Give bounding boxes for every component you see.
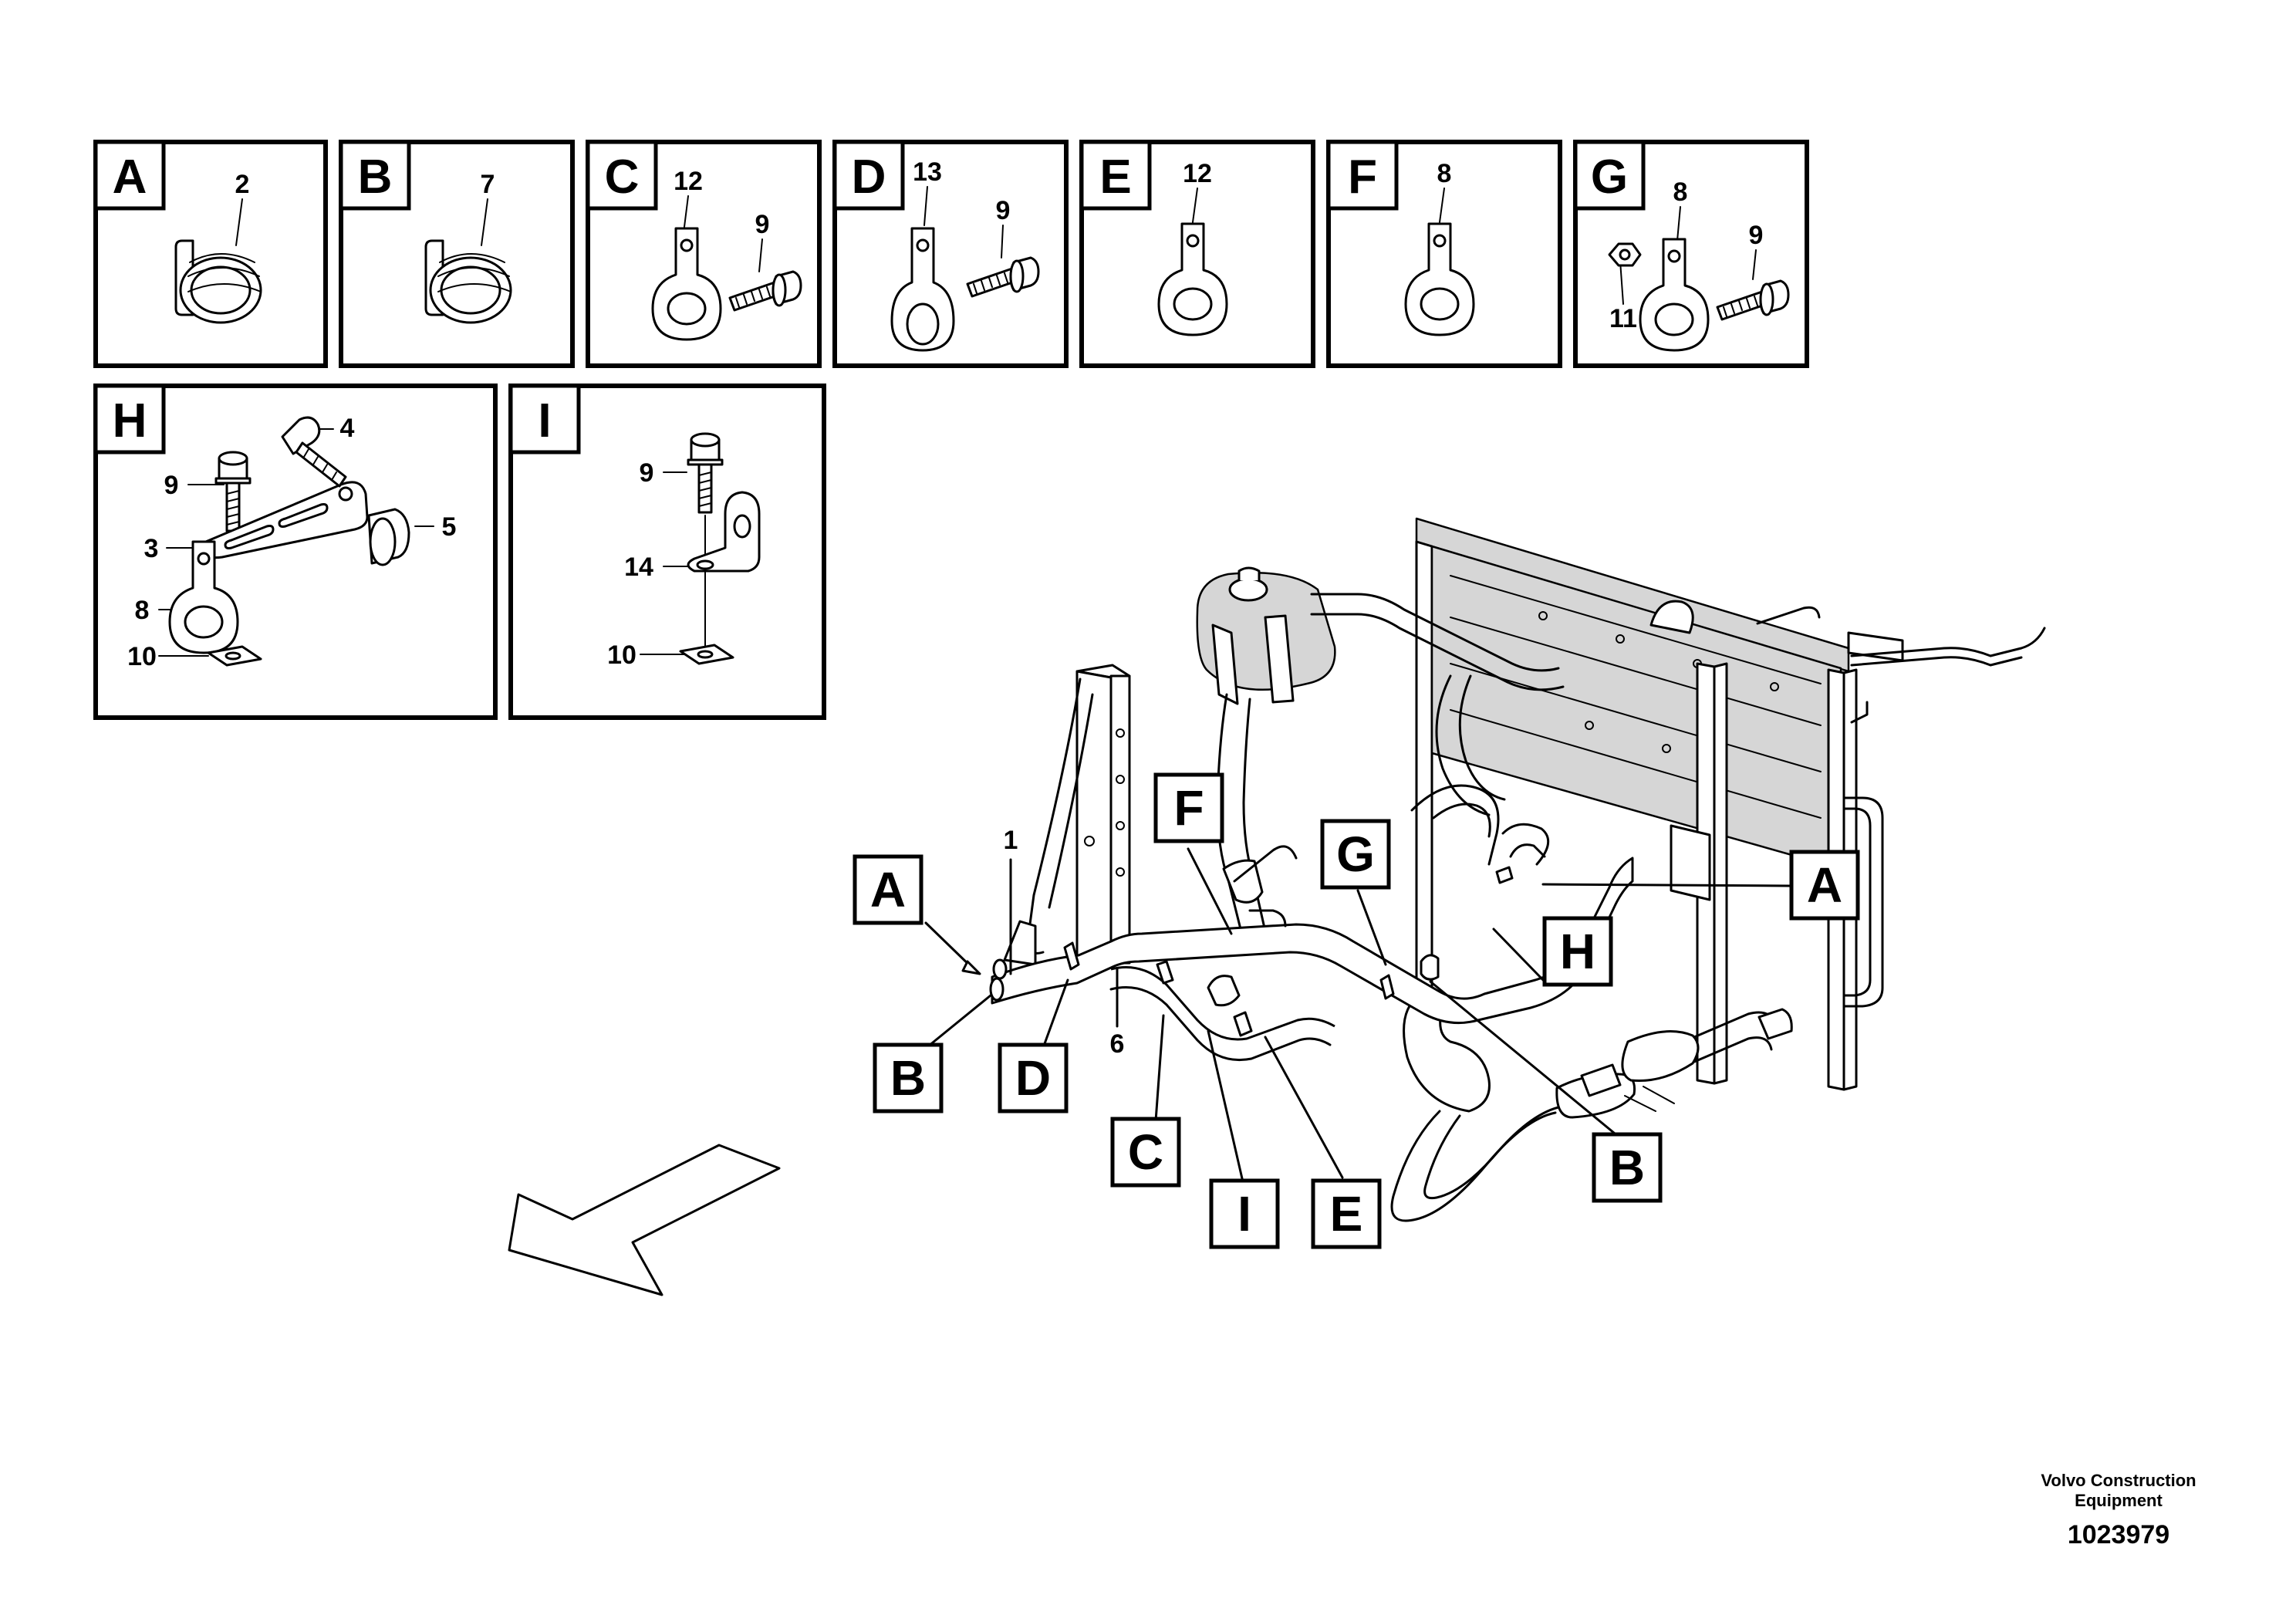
- panel-i-part-3: 10: [607, 640, 636, 670]
- bolt-icon: [728, 270, 802, 312]
- panel-b-letter: B: [358, 150, 393, 204]
- svg-text:H: H: [1560, 924, 1595, 979]
- assembly-part-1: 1: [1004, 826, 1018, 855]
- panel-h-part-2: 9: [164, 471, 179, 500]
- panel-f-letter: F: [1348, 150, 1377, 204]
- callout-c: C: [1110, 1117, 1181, 1188]
- panel-i: I 9 14 10: [508, 384, 826, 720]
- svg-text:D: D: [1015, 1050, 1051, 1106]
- left-frame: [1003, 664, 1131, 966]
- panel-c: C 12 9: [586, 140, 822, 368]
- panel-g-letter: G: [1591, 150, 1628, 204]
- assembly-part-6: 6: [1110, 1029, 1125, 1059]
- callout-d: D: [998, 1042, 1069, 1113]
- panel-h-part-1: 4: [340, 414, 355, 443]
- panel-h-part-4: 3: [144, 534, 159, 563]
- clip-nut-icon: [679, 644, 734, 665]
- washer-icon: [1608, 242, 1642, 267]
- coolant-line: [989, 843, 1634, 1062]
- panel-f-part-1: 8: [1437, 159, 1452, 188]
- svg-text:B: B: [1609, 1140, 1645, 1195]
- panel-d-part-2: 9: [996, 196, 1011, 225]
- svg-text:B: B: [890, 1050, 926, 1106]
- panel-c-part-1: 12: [674, 167, 703, 196]
- svg-text:C: C: [1128, 1124, 1163, 1180]
- panel-i-letter: I: [538, 394, 551, 448]
- panel-g-part-3: 11: [1609, 304, 1637, 333]
- panel-a-part-1: 2: [235, 170, 250, 199]
- panel-g: G 8 9 11: [1573, 140, 1809, 368]
- panel-a: A 2: [93, 140, 328, 368]
- bracket-icon: [201, 481, 369, 559]
- callout-e: E: [1311, 1178, 1382, 1249]
- callout-a-left: A: [853, 854, 923, 925]
- callout-i: I: [1209, 1178, 1280, 1249]
- angle-bracket-icon: [687, 491, 761, 573]
- drawing-number: 1023979: [2067, 1520, 2170, 1549]
- panel-b-part-1: 7: [481, 170, 495, 199]
- company-name: Volvo Construction Equipment: [2041, 1471, 2196, 1510]
- assembly-drawing: 1 6 F G A A H B D: [853, 517, 2046, 1249]
- bolt-icon: [687, 432, 724, 514]
- panel-h-part-3: 5: [442, 512, 457, 542]
- panel-e-letter: E: [1099, 150, 1131, 204]
- panel-d: D 13 9: [832, 140, 1069, 368]
- panel-g-part-1: 8: [1673, 177, 1688, 207]
- panel-e-part-1: 12: [1183, 159, 1212, 188]
- svg-text:I: I: [1237, 1186, 1251, 1242]
- p-clamp-icon: [651, 227, 722, 341]
- band-clamp-icon: [174, 239, 262, 324]
- panel-g-part-2: 9: [1749, 221, 1764, 250]
- lower-hoses: [1390, 784, 1793, 1222]
- band-clamp-icon: [424, 239, 512, 324]
- angled-bolt-icon: [281, 416, 347, 488]
- panel-h-letter: H: [113, 394, 147, 448]
- svg-text:A: A: [1807, 857, 1842, 913]
- bolt-icon: [214, 451, 252, 532]
- direction-arrow-icon: [508, 1144, 781, 1296]
- panel-h: H 4 9 5 3 8 10: [93, 384, 498, 720]
- panel-f: F 8: [1326, 140, 1562, 368]
- radiator-frame: [1415, 517, 2046, 1091]
- panel-c-part-2: 9: [755, 210, 770, 239]
- svg-text:A: A: [870, 862, 906, 917]
- panel-h-part-6: 10: [127, 642, 157, 671]
- p-clamp-icon: [1404, 222, 1475, 336]
- tall-p-clamp-icon: [890, 227, 955, 352]
- bolt-icon: [1716, 279, 1790, 321]
- callout-a-right: A: [1789, 850, 1860, 921]
- p-clamp-icon: [168, 540, 239, 654]
- callout-f: F: [1153, 772, 1224, 843]
- callout-b-left: B: [873, 1042, 944, 1113]
- panel-h-part-5: 8: [135, 596, 150, 625]
- svg-text:E: E: [1330, 1186, 1363, 1242]
- panel-a-letter: A: [113, 150, 147, 204]
- svg-text:G: G: [1336, 826, 1375, 882]
- p-clamp-icon: [1639, 238, 1710, 352]
- panel-e: E 12: [1079, 140, 1315, 368]
- callout-h: H: [1542, 916, 1613, 987]
- panel-b: B 7: [339, 140, 575, 368]
- panel-i-part-1: 9: [640, 458, 654, 488]
- callout-b-right: B: [1592, 1132, 1663, 1203]
- p-clamp-icon: [1157, 222, 1228, 336]
- expansion-tank: [1196, 566, 1565, 943]
- svg-text:F: F: [1173, 780, 1204, 836]
- spacer-icon: [367, 508, 410, 566]
- panel-d-part-1: 13: [913, 157, 942, 187]
- callout-g: G: [1320, 819, 1391, 890]
- panel-c-letter: C: [605, 150, 640, 204]
- panel-i-part-2: 14: [624, 552, 653, 582]
- bolt-icon: [966, 256, 1040, 298]
- panel-d-letter: D: [852, 150, 886, 204]
